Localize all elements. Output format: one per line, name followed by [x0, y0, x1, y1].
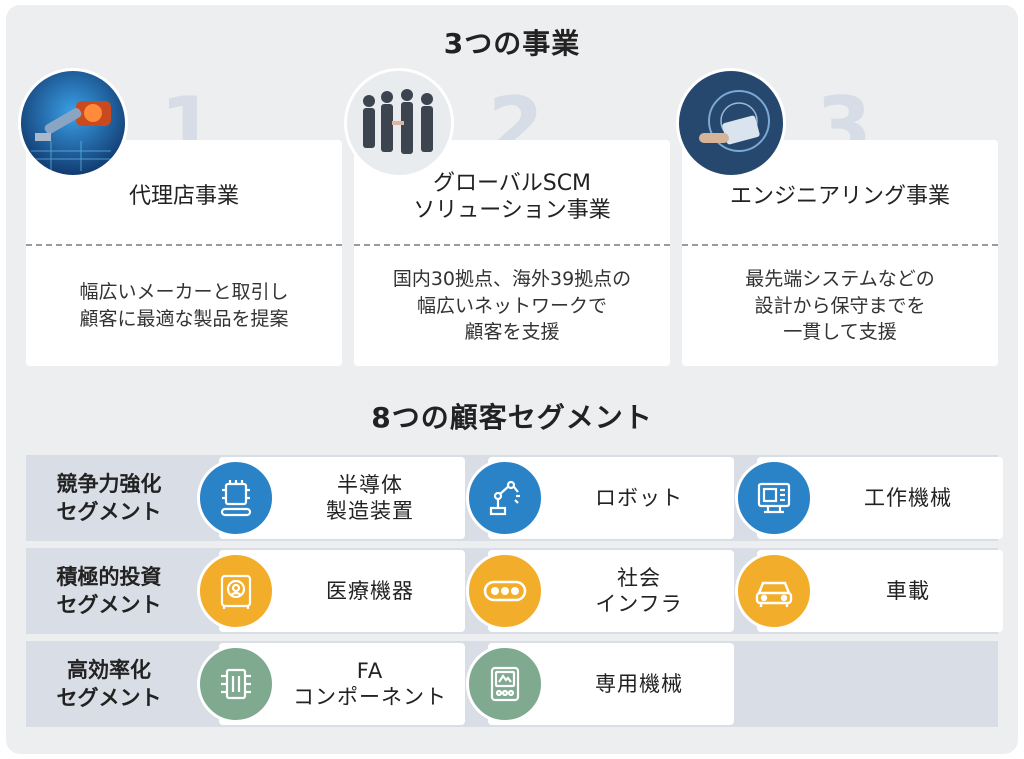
dashed-divider [682, 244, 998, 246]
business-name: 代理店事業 [128, 184, 239, 210]
dashed-divider [354, 244, 670, 246]
dashed-divider [26, 244, 342, 246]
segment-item-name: 社会 インフラ [595, 565, 683, 616]
segment-item-name: FA コンポーネント [293, 658, 447, 709]
segment-item-semiconductor: 半導体 製造装置 [197, 457, 465, 539]
business-name: エンジニアリング事業 [729, 184, 950, 210]
machine-tool-icon [735, 459, 813, 537]
car-icon [735, 552, 813, 630]
segment-item-name: 医療機器 [326, 578, 414, 603]
medical-scanner-icon [197, 552, 275, 630]
robot-arm-icon [466, 459, 544, 537]
segment-item-fa-component: FA コンポーネント [197, 643, 465, 725]
segment-label: 高効率化 セグメント [56, 657, 162, 710]
segment-item-automotive: 車載 [735, 550, 1003, 632]
segment-item-robot: ロボット [466, 457, 734, 539]
segment-item-name: ロボット [595, 485, 683, 510]
business-name: グローバルSCM ソリューション事業 [413, 170, 611, 224]
segment-item-medical: 医療機器 [197, 550, 465, 632]
segment-row-efficiency: 高効率化 セグメント FA コンポーネント 専用機械 [26, 641, 998, 727]
segment-item-name: 半導体 製造装置 [326, 472, 414, 523]
segment-label: 積極的投資 セグメント [56, 564, 162, 617]
segment-item-machine-tool: 工作機械 [735, 457, 1003, 539]
conveyor-icon [466, 552, 544, 630]
business-card-scm: グローバルSCM ソリューション事業 国内30拠点、海外39拠点の 幅広いネット… [354, 140, 670, 366]
tablet-tech-photo [676, 68, 786, 178]
segment-item-name: 工作機械 [864, 485, 952, 510]
business-people-photo [344, 68, 454, 178]
segment-item-name: 専用機械 [595, 671, 683, 696]
segment-item-name: 車載 [886, 578, 930, 603]
segment-item-infrastructure: 社会 インフラ [466, 550, 734, 632]
business-description: 国内30拠点、海外39拠点の 幅広いネットワークで 顧客を支援 [392, 268, 632, 344]
dedicated-machine-icon [466, 645, 544, 723]
segment-section-title: 8つの顧客セグメント [371, 401, 653, 434]
segment-row-competitiveness: 競争力強化 セグメント 半導体 製造装置 ロボット [26, 455, 1003, 541]
business-card-engineering: エンジニアリング事業 最先端システムなどの 設計から保守までを 一貫して支援 [682, 140, 998, 366]
component-icon [197, 645, 275, 723]
business-description: 最先端システムなどの 設計から保守までを 一貫して支援 [745, 268, 935, 344]
chip-icon [197, 459, 275, 537]
business-section-title: 3つの事業 [443, 27, 581, 60]
robot-arm-chip-photo [18, 68, 128, 178]
segment-label: 競争力強化 セグメント [56, 471, 162, 524]
segment-row-investment: 積極的投資 セグメント 医療機器 社会 インフラ [26, 548, 1003, 634]
segment-item-dedicated-machine: 専用機械 [466, 643, 734, 725]
business-description: 幅広いメーカーと取引し 顧客に最適な製品を提案 [79, 281, 289, 330]
